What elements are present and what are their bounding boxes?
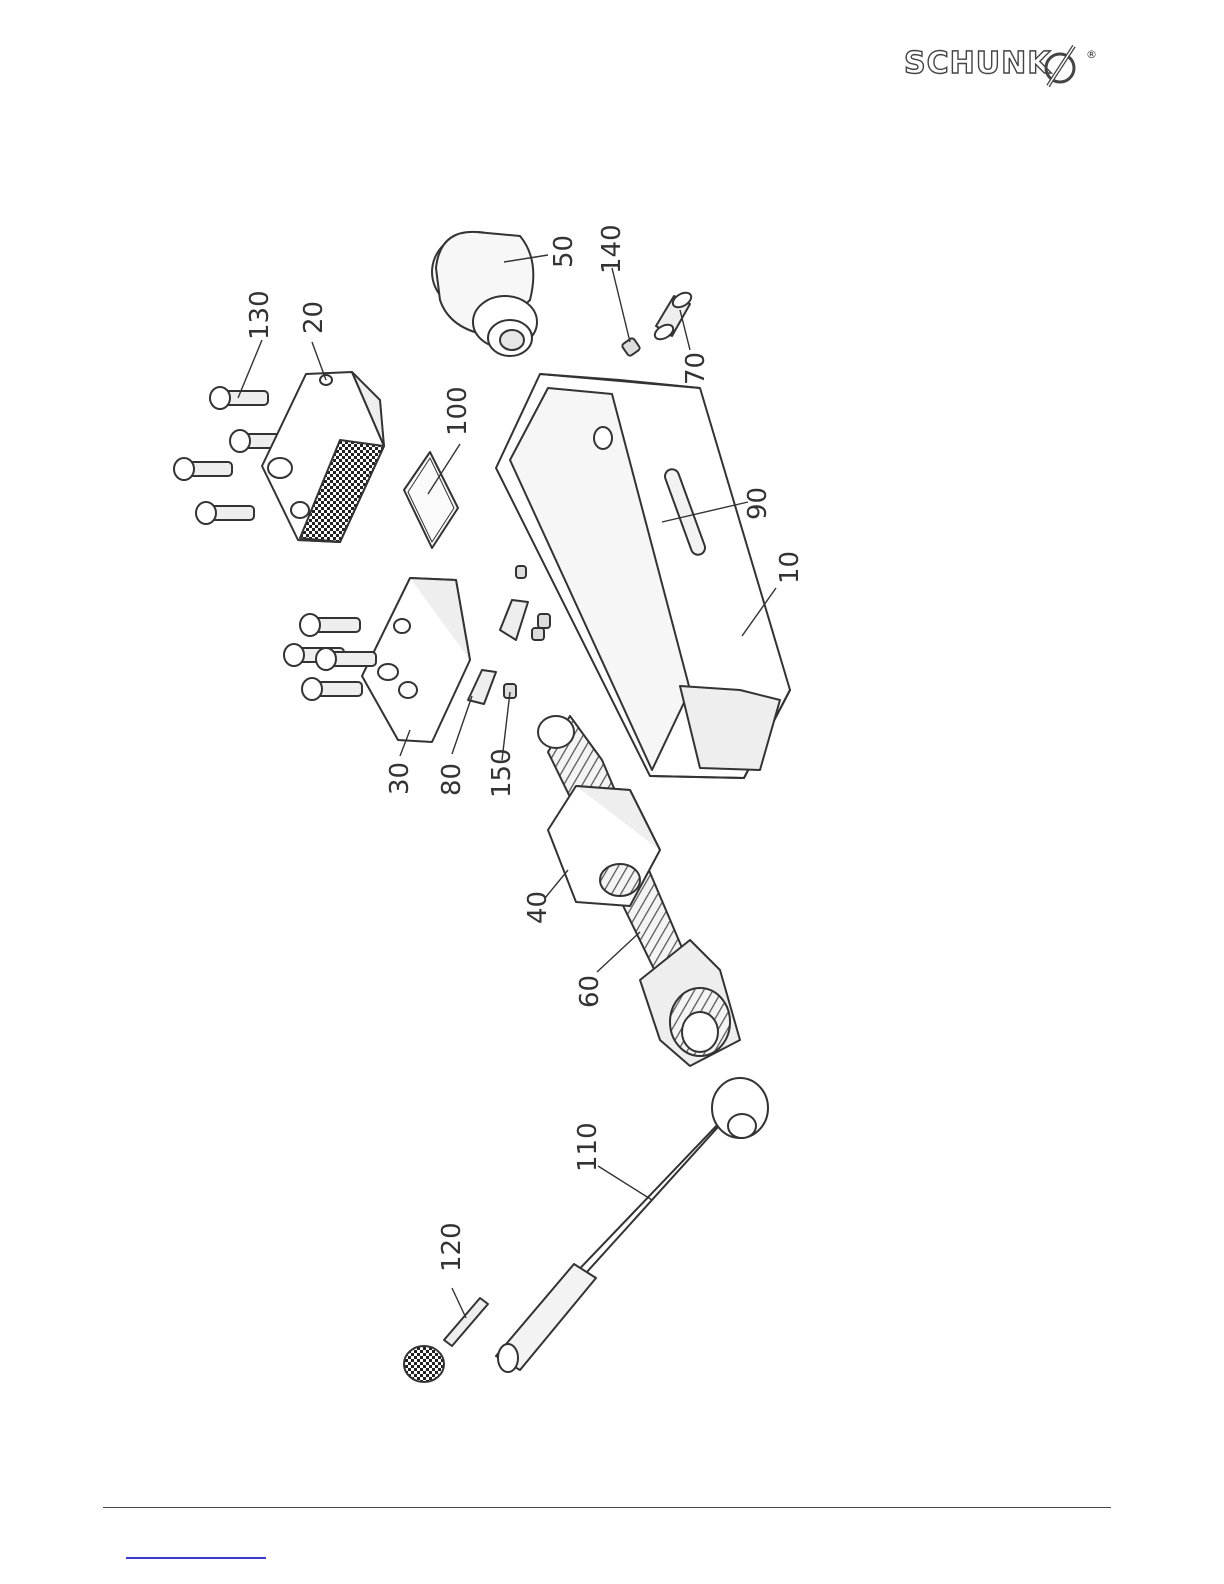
label-10: 10	[775, 551, 805, 584]
part-20-jaw	[262, 372, 384, 542]
part-110-handle	[496, 1078, 768, 1372]
label-30: 30	[385, 762, 415, 795]
part-70-pin	[652, 290, 693, 342]
part-100-plate	[404, 452, 458, 548]
part-50-cap	[432, 232, 537, 356]
label-90: 90	[743, 487, 773, 520]
part-10-body	[496, 374, 790, 778]
label-40: 40	[523, 891, 553, 924]
part-120-knob	[404, 1298, 488, 1382]
part-80-keys	[468, 600, 528, 704]
label-80: 80	[437, 763, 467, 796]
label-110: 110	[573, 1122, 603, 1172]
label-140: 140	[597, 224, 627, 274]
label-150: 150	[487, 748, 517, 798]
label-120: 120	[437, 1222, 467, 1272]
part-130-screws-lower	[284, 614, 376, 700]
label-50: 50	[549, 235, 579, 268]
footer-link[interactable]	[126, 1557, 266, 1559]
label-70: 70	[681, 352, 711, 385]
label-60: 60	[575, 975, 605, 1008]
part-140-small-screw	[621, 337, 640, 356]
label-100: 100	[443, 386, 473, 436]
footer-divider	[103, 1507, 1111, 1508]
label-20: 20	[299, 301, 329, 334]
part-30-jaw	[362, 578, 470, 742]
label-130: 130	[245, 290, 275, 340]
